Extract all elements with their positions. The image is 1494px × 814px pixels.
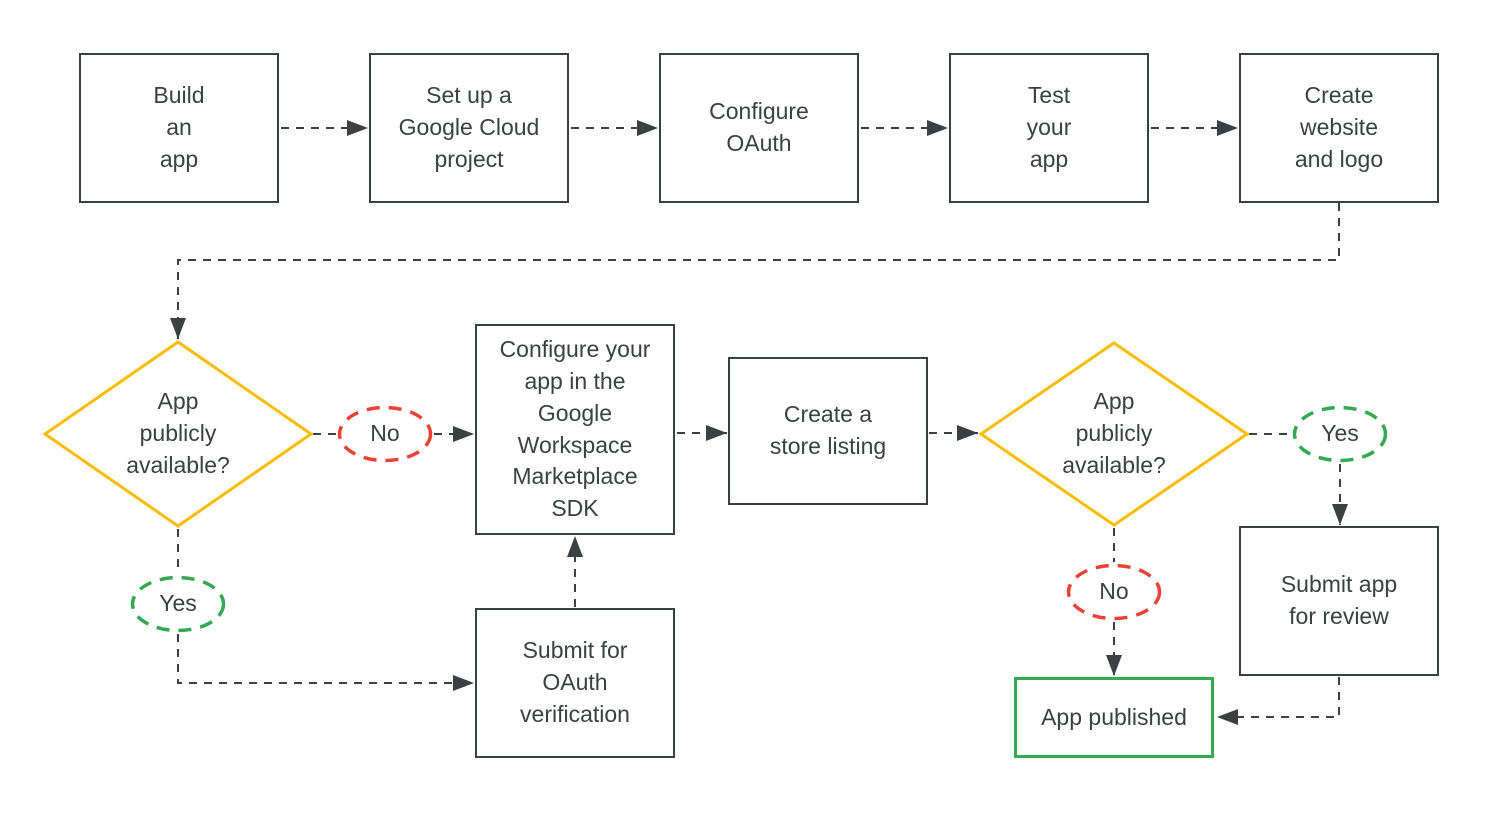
no-pill-shape-1: [337, 405, 433, 463]
edge-label-no-1-text: No: [370, 420, 400, 447]
edge-yes1-to-verify: [177, 634, 474, 691]
node-submit-app-for-review: Submit app for review: [1239, 526, 1439, 676]
node-submit-for-oauth-verification: Submit for OAuth verification: [475, 608, 675, 758]
decision-app-publicly-available-2-label: App publicly available?: [1062, 388, 1166, 478]
node-test-your-app: Test your app: [949, 53, 1149, 203]
node-build-an-app: Build an app: [79, 53, 279, 203]
edge-label-yes-1-text: Yes: [159, 590, 197, 617]
node-configure-app-marketplace-sdk-label: Configure your app in the Google Workspa…: [499, 336, 651, 521]
yes-pill-shape-2: [1292, 405, 1388, 463]
diamond-shape-1: [42, 340, 314, 528]
edge-website-to-decision1: [170, 203, 1340, 339]
edge-label-yes-2: Yes: [1292, 405, 1388, 463]
edge-label-yes-2-text: Yes: [1321, 420, 1359, 447]
node-app-published: App published: [1014, 677, 1214, 758]
edge-review-to-published: [1217, 677, 1340, 725]
decision-app-publicly-available-1: App publicly available?: [42, 340, 314, 528]
edge-label-no-2-text: No: [1099, 578, 1129, 605]
node-create-store-listing-label: Create a store listing: [769, 401, 887, 459]
node-test-your-app-label: Test your app: [1026, 82, 1072, 172]
edge-label-no-2: No: [1066, 563, 1162, 621]
decision-app-publicly-available-2: App publicly available?: [978, 341, 1250, 527]
diamond-shape-2: [978, 341, 1250, 527]
node-create-website-and-logo-label: Create website and logo: [1294, 82, 1384, 172]
edge-label-no-1: No: [337, 405, 433, 463]
node-create-store-listing: Create a store listing: [728, 357, 928, 505]
node-create-website-and-logo: Create website and logo: [1239, 53, 1439, 203]
node-app-published-label: App published: [1041, 703, 1187, 730]
node-configure-oauth: Configure OAuth: [659, 53, 859, 203]
decision-app-publicly-available-1-label: App publicly available?: [126, 388, 230, 478]
node-set-up-google-cloud-project-label: Set up a Google Cloud project: [398, 82, 540, 172]
no-pill-shape-2: [1066, 563, 1162, 621]
node-submit-app-for-review-label: Submit app for review: [1280, 571, 1398, 629]
edge-label-yes-1: Yes: [130, 575, 226, 633]
node-submit-for-oauth-verification-label: Submit for OAuth verification: [520, 637, 630, 727]
node-set-up-google-cloud-project: Set up a Google Cloud project: [369, 53, 569, 203]
node-configure-app-marketplace-sdk: Configure your app in the Google Workspa…: [475, 324, 675, 535]
node-configure-oauth-label: Configure OAuth: [709, 98, 809, 156]
yes-pill-shape-1: [130, 575, 226, 633]
node-build-an-app-label: Build an app: [153, 82, 205, 172]
